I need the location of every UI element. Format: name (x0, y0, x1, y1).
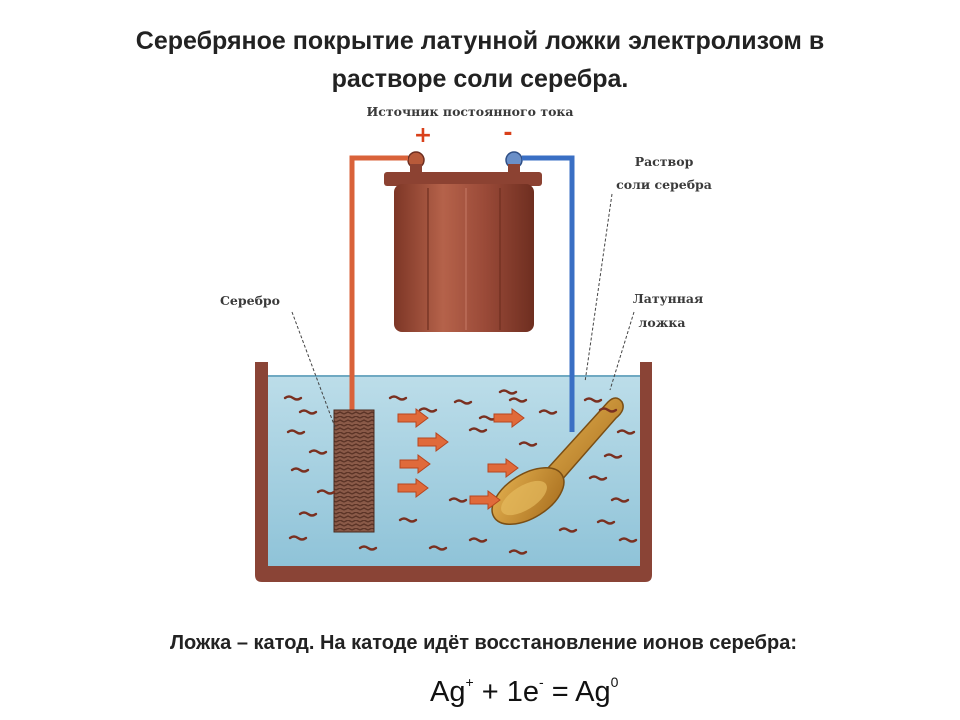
silver-ion (558, 527, 578, 533)
title-line-2: растворе соли серебра. (331, 65, 629, 93)
silver-ion (468, 427, 488, 433)
silver-ion (418, 407, 438, 413)
eq-electron: + 1e (473, 676, 539, 708)
cathode-caption: Ложка – катод. На катоде идёт восстановл… (170, 632, 797, 654)
silver-ion (583, 397, 603, 403)
label-pointer-line (609, 311, 635, 391)
ion-flow-arrow (397, 408, 429, 428)
label-pointer-line (584, 193, 613, 383)
silver-ion (398, 517, 418, 523)
ion-flow-arrow (493, 408, 525, 428)
dc-power-source (384, 151, 542, 332)
ion-flow-arrow (417, 432, 449, 452)
silver-ion (298, 409, 318, 415)
label-pointers (291, 193, 635, 431)
eq-electron-charge: - (538, 674, 544, 690)
silver-ion (286, 429, 306, 435)
title-line-1: Серебряное покрытие латунной ложки элект… (135, 27, 825, 55)
cathode-wire (522, 155, 575, 432)
silver-ion (358, 545, 378, 551)
eq-ion-charge: + (465, 674, 474, 690)
eq-ag: Ag (430, 676, 466, 708)
label-pointer-line (291, 311, 337, 431)
spoon-label-line2: ложка (639, 315, 686, 330)
silver-ion (596, 519, 616, 525)
silver-ion (610, 497, 630, 503)
eq-zero-charge: 0 (610, 674, 619, 690)
silver-ion (616, 429, 636, 435)
silver-ion (518, 441, 538, 447)
silver-ion (508, 549, 528, 555)
ion-flow-arrows (397, 408, 525, 510)
silver-ion (316, 489, 336, 495)
silver-ion (308, 449, 328, 455)
slide-title: Серебряное покрытие латунной ложки элект… (0, 22, 960, 98)
ion-flow-arrow (469, 490, 501, 510)
brass-spoon (491, 397, 624, 525)
power-source-label: Источник постоянного тока (366, 104, 573, 119)
plus-sign: + (414, 123, 432, 148)
solution-label-line1: Раствор (635, 154, 694, 169)
anode-wire (349, 155, 408, 412)
silver-ion (598, 407, 618, 413)
silver-ion (508, 397, 528, 403)
silver-ion (468, 537, 488, 543)
electrolysis-tank (255, 362, 652, 582)
silver-ion (283, 395, 303, 401)
silver-ion (498, 389, 518, 395)
ion-flow-arrow (397, 478, 429, 498)
spoon-label-line1: Латунная (633, 291, 704, 306)
silver-ion (388, 395, 408, 401)
silver-anode (333, 409, 375, 533)
silver-ion (448, 497, 468, 503)
minus-sign: - (503, 121, 512, 146)
silver-ion (538, 409, 558, 415)
silver-ions (283, 389, 638, 555)
silver-label: Серебро (220, 293, 280, 308)
silver-ion (603, 453, 623, 459)
eq-result: = Ag (543, 676, 611, 708)
silver-ion (588, 475, 608, 481)
silver-ion (618, 537, 638, 543)
solution-label-line2: соли серебра (616, 177, 712, 192)
ion-flow-arrow (487, 458, 519, 478)
silver-salt-solution (268, 376, 640, 566)
reduction-equation: Ag+ + 1e- = Ag0 (430, 674, 618, 709)
silver-ion (288, 535, 308, 541)
silver-ion (298, 511, 318, 517)
silver-ion (428, 545, 448, 551)
ion-flow-arrow (399, 454, 431, 474)
silver-ion (453, 399, 473, 405)
silver-ion (290, 467, 310, 473)
